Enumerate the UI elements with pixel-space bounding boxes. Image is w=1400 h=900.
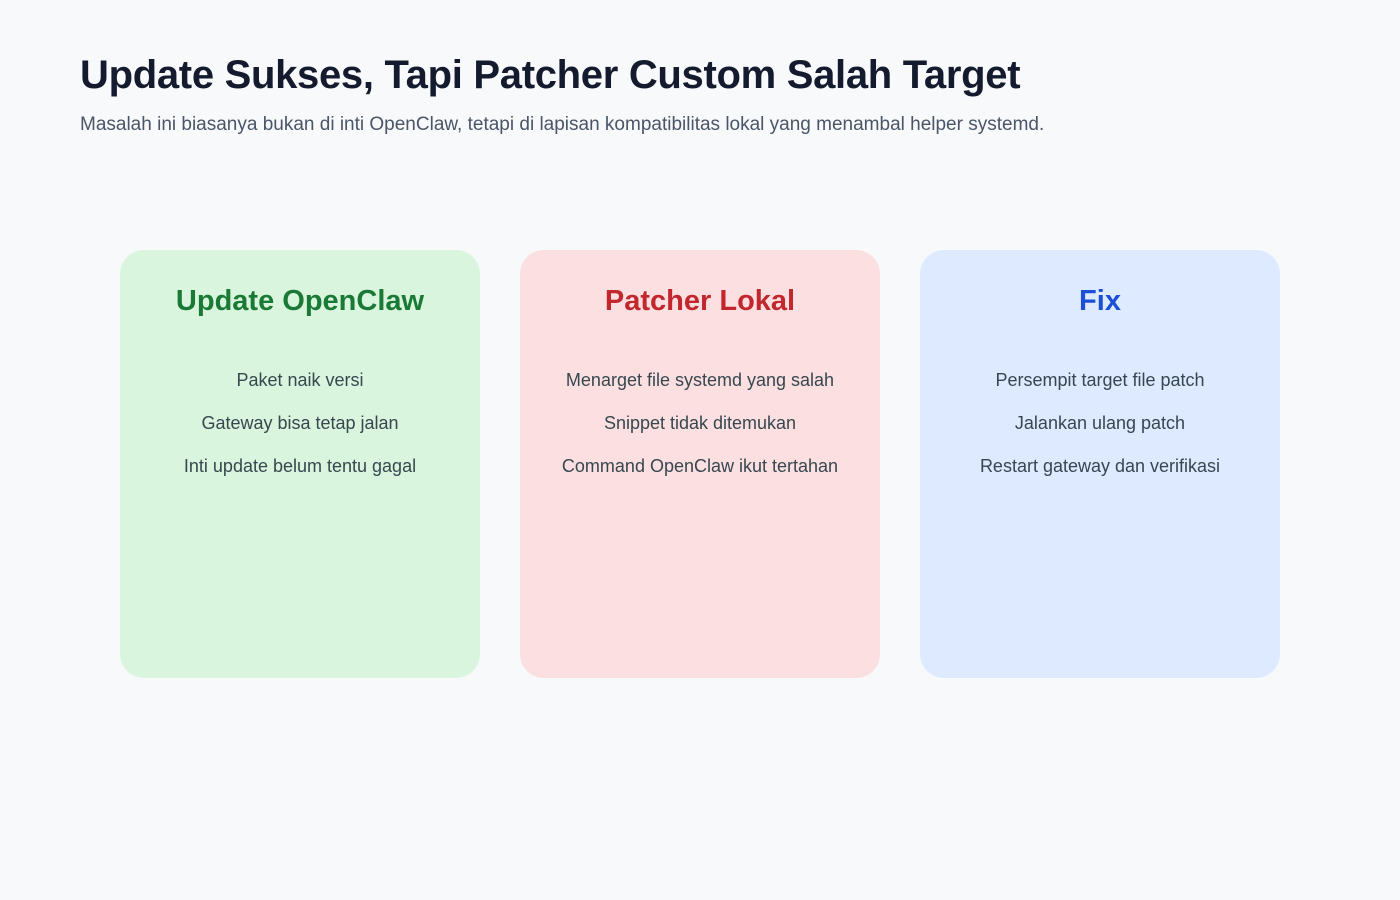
card-title-fix: Fix [1079,285,1121,317]
card-update-openclaw: Update OpenClaw Paket naik versi Gateway… [120,250,480,678]
list-item: Inti update belum tentu gagal [183,455,417,476]
card-fix: Fix Persempit target file patch Jalankan… [920,250,1280,678]
page-header: Update Sukses, Tapi Patcher Custom Salah… [80,52,1320,138]
card-row: Update OpenClaw Paket naik versi Gateway… [120,250,1280,678]
list-item: Menarget file systemd yang salah [565,369,835,390]
list-item: Persempit target file patch [995,369,1205,390]
page-subtitle: Masalah ini biasanya bukan di inti OpenC… [80,114,1045,135]
list-item: Command OpenClaw ikut tertahan [561,455,839,476]
card-title-update-openclaw: Update OpenClaw [175,285,425,317]
list-item: Gateway bisa tetap jalan [201,412,399,433]
card-items-patcher-lokal: Menarget file systemd yang salah Snippet… [538,319,862,475]
list-item: Jalankan ulang patch [1014,412,1186,433]
list-item: Restart gateway dan verifikasi [979,455,1221,476]
page-title: Update Sukses, Tapi Patcher Custom Salah… [80,53,1021,97]
card-items-fix: Persempit target file patch Jalankan ula… [938,319,1262,475]
list-item: Paket naik versi [236,369,364,390]
card-title-patcher-lokal: Patcher Lokal [604,285,796,317]
card-items-update-openclaw: Paket naik versi Gateway bisa tetap jala… [138,319,462,475]
card-patcher-lokal: Patcher Lokal Menarget file systemd yang… [520,250,880,678]
list-item: Snippet tidak ditemukan [603,412,797,433]
